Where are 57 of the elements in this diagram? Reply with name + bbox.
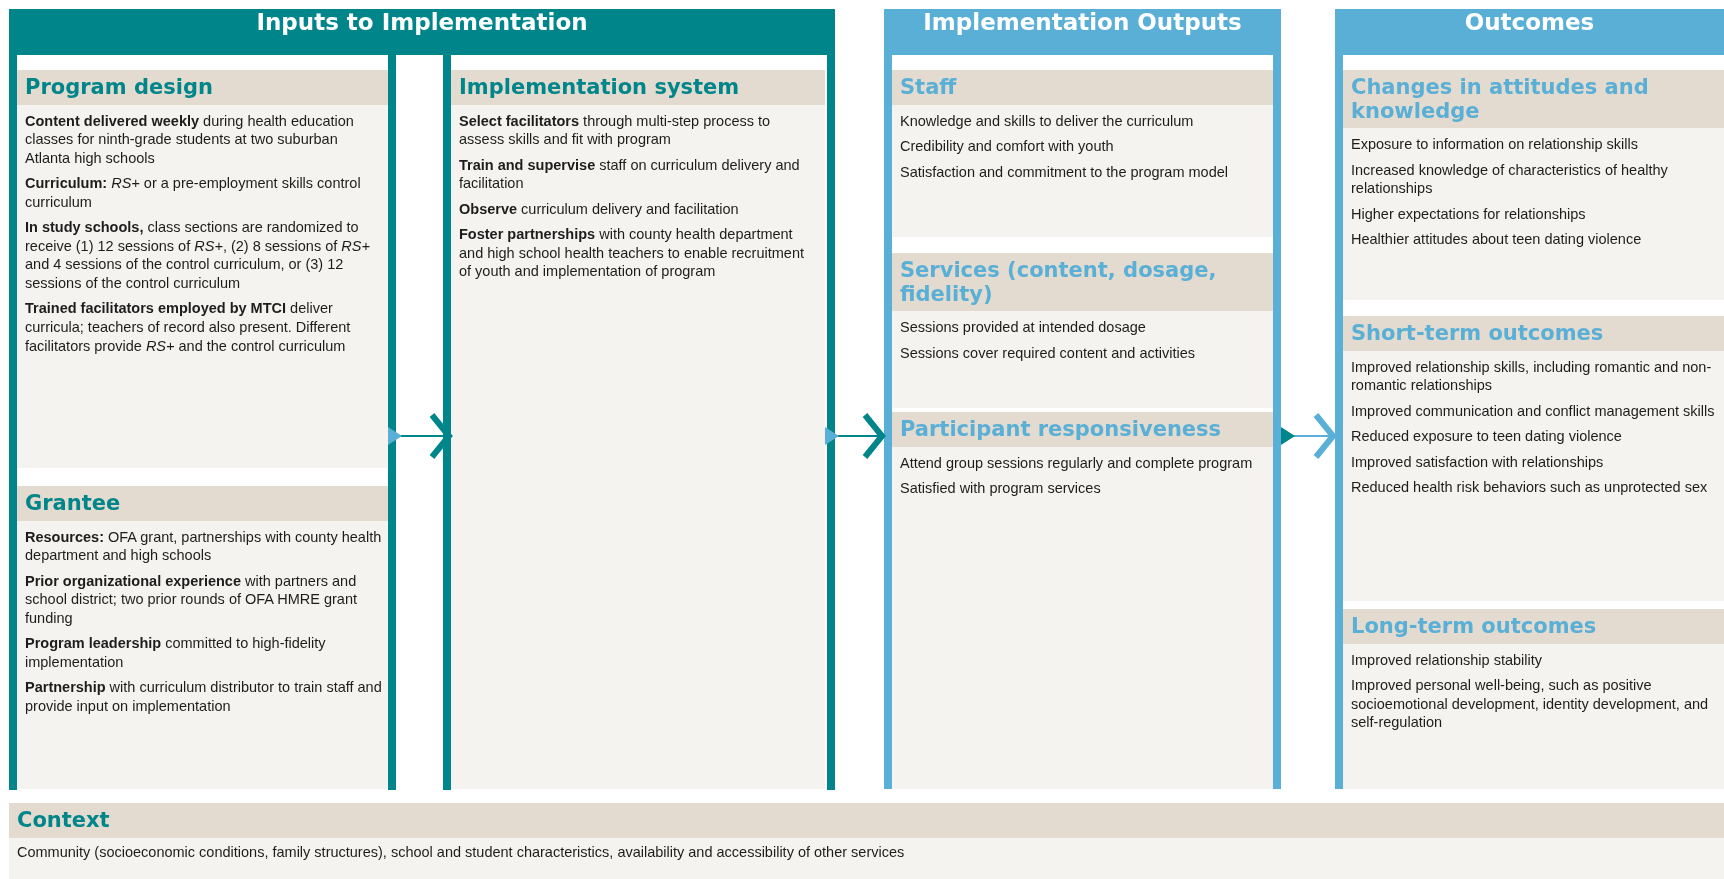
column-panel [884,9,1281,789]
body-text: Community (socioeconomic conditions, family structures), school and student characteristics, availability and accessibility of other services [17,842,906,862]
section-card [17,70,388,468]
section-card [892,253,1273,408]
column-panel [9,9,835,790]
body-text: In study schools, class sections are randomized to receive (1) 12 sessions of RS+, (2) 8 sessions of RS+ and 4 sessions of the control curriculum, or (3) 12 sessions of the control curriculum [25,218,371,293]
section-heading: Implementation system [451,70,825,105]
body-text: Credibility and comfort with youth [900,137,1115,156]
section-heading: Staff [892,70,1273,105]
body-text: Sessions cover required content and activities [900,343,1196,363]
body-text: Reduced health risk behaviors such as unprotected sex [1351,478,1709,497]
body-text: Program leadership committed to high-fidelity implementation [25,634,327,672]
body-text: Content delivered weekly during health education classes for ninth-grade students at two suburban Atlanta high schools [25,111,355,168]
body-text: Satisfied with program services [900,479,1102,498]
body-text: Select facilitators through multi-step process to assess skills and fit with program [459,111,772,149]
body-text: Higher expectations for relationships [1351,204,1587,224]
chevron-arrow [1280,412,1336,460]
body-text: Knowledge and skills to deliver the curriculum [900,111,1195,131]
body-text: Improved relationship skills, including romantic and non-romantic relationships [1351,357,1713,395]
body-text: Observe curriculum delivery and facilitation [459,199,740,219]
section-card [892,412,1273,789]
body-text: Curriculum: RS+ or a pre-employment skills control curriculum [25,174,362,212]
body-text: Sessions provided at intended dosage [900,318,1147,337]
section-heading: Services (content, dosage, fidelity) [892,253,1273,312]
body-text: Resources: OFA grant, partnerships with county health department and high schools [25,527,382,565]
column-panel [1335,9,1724,789]
body-text: Increased knowledge of characteristics of healthy relationships [1351,160,1669,198]
body-text: Healthier attitudes about teen dating violence [1351,230,1643,249]
section-card [892,70,1273,237]
body-text: Attend group sessions regularly and complete program [900,453,1254,473]
body-text: Satisfaction and commitment to the program model [900,162,1229,182]
body-text: Trained facilitators employed by MTCI deliver curricula; teachers of record also present. Different facilitators provide RS+ and the control curriculum [25,299,352,356]
section-heading: Grantee [17,486,388,521]
body-text: Exposure to information on relationship skills [1351,135,1639,154]
body-text: Train and supervise staff on curriculum delivery and facilitation [459,155,801,193]
section-card [9,803,1724,879]
section-heading: Changes in attitudes and knowledge [1343,70,1724,129]
body-text: Improved communication and conflict management skills [1351,401,1716,421]
section-heading: Context [9,803,1724,838]
section-card [1343,609,1724,789]
section-heading: Short-term outcomes [1343,316,1724,351]
section-card [1343,70,1724,300]
chevron-arrow [824,412,885,460]
body-text: Reduced exposure to teen dating violence [1351,427,1623,446]
body-text: Improved personal well-being, such as positive socioemotional development, identity development, and self-regulation [1351,676,1710,732]
section-card [451,70,825,789]
body-text: Prior organizational experience with partners and school district; two prior rounds of OFA HMRE grant funding [25,571,358,628]
body-text: Improved relationship stability [1351,650,1543,670]
section-card [1343,316,1724,601]
section-card [17,486,388,789]
section-heading: Participant responsiveness [892,412,1273,447]
section-heading: Long-term outcomes [1343,609,1724,644]
body-text: Partnership with curriculum distributor to train staff and provide input on implementation [25,678,382,716]
body-text: Foster partnerships with county health department and high school health teachers to enable recruitment of youth and implementation of program [459,225,805,281]
body-text: Improved satisfaction with relationships [1351,452,1605,472]
section-heading: Program design [17,70,388,105]
chevron-arrow [387,412,452,460]
